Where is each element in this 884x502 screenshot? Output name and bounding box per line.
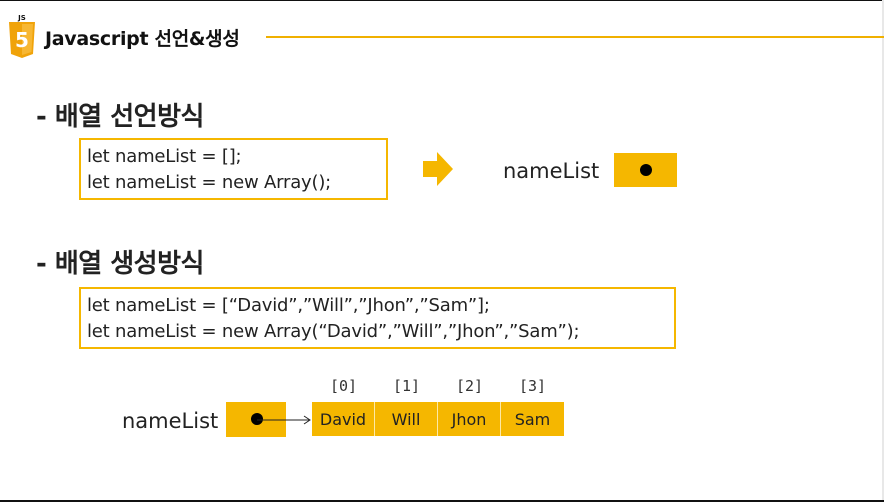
code-line: let nameList = new Array(); bbox=[87, 172, 332, 193]
right-edge bbox=[882, 0, 884, 502]
logo-number: 5 bbox=[15, 28, 29, 52]
declaration-code-box: let nameList = []; let nameList = new Ar… bbox=[79, 138, 388, 200]
array-index: [1] bbox=[392, 377, 421, 395]
section-title-creation: - 배열 생성방식 bbox=[36, 249, 204, 279]
creation-code-box: let nameList = [“David”,”Will”,”Jhon”,”S… bbox=[79, 287, 676, 349]
array-cell: Sam bbox=[501, 402, 564, 436]
array-cell: Jhon bbox=[438, 402, 501, 436]
page-title: Javascript 선언&생성 bbox=[45, 28, 240, 50]
array-cell: David bbox=[312, 402, 375, 436]
right-arrow-icon bbox=[423, 152, 453, 190]
pointer-arrow-icon bbox=[257, 415, 311, 425]
array-index: [3] bbox=[518, 377, 547, 395]
reference-box bbox=[614, 153, 677, 187]
bottom-border bbox=[0, 500, 884, 502]
array-index: [0] bbox=[329, 377, 358, 395]
array-cells: David Will Jhon Sam bbox=[312, 402, 564, 436]
variable-label: nameList bbox=[122, 409, 219, 433]
top-border bbox=[0, 0, 884, 1]
section-title-declaration: - 배열 선언방식 bbox=[36, 102, 204, 132]
variable-label: nameList bbox=[503, 159, 600, 183]
html5-js-logo-icon: JS 5 bbox=[8, 14, 36, 60]
title-underline bbox=[266, 36, 884, 38]
code-line: let nameList = []; bbox=[87, 146, 242, 167]
array-indices: [0] [1] [2] [3] bbox=[312, 377, 564, 395]
logo-text: JS bbox=[18, 14, 26, 22]
array-cell: Will bbox=[375, 402, 438, 436]
code-line: let nameList = [“David”,”Will”,”Jhon”,”S… bbox=[87, 295, 490, 316]
array-index: [2] bbox=[455, 377, 484, 395]
reference-dot-icon bbox=[640, 164, 652, 176]
reference-dot-icon bbox=[251, 413, 263, 425]
code-line: let nameList = new Array(“David”,”Will”,… bbox=[87, 321, 580, 342]
